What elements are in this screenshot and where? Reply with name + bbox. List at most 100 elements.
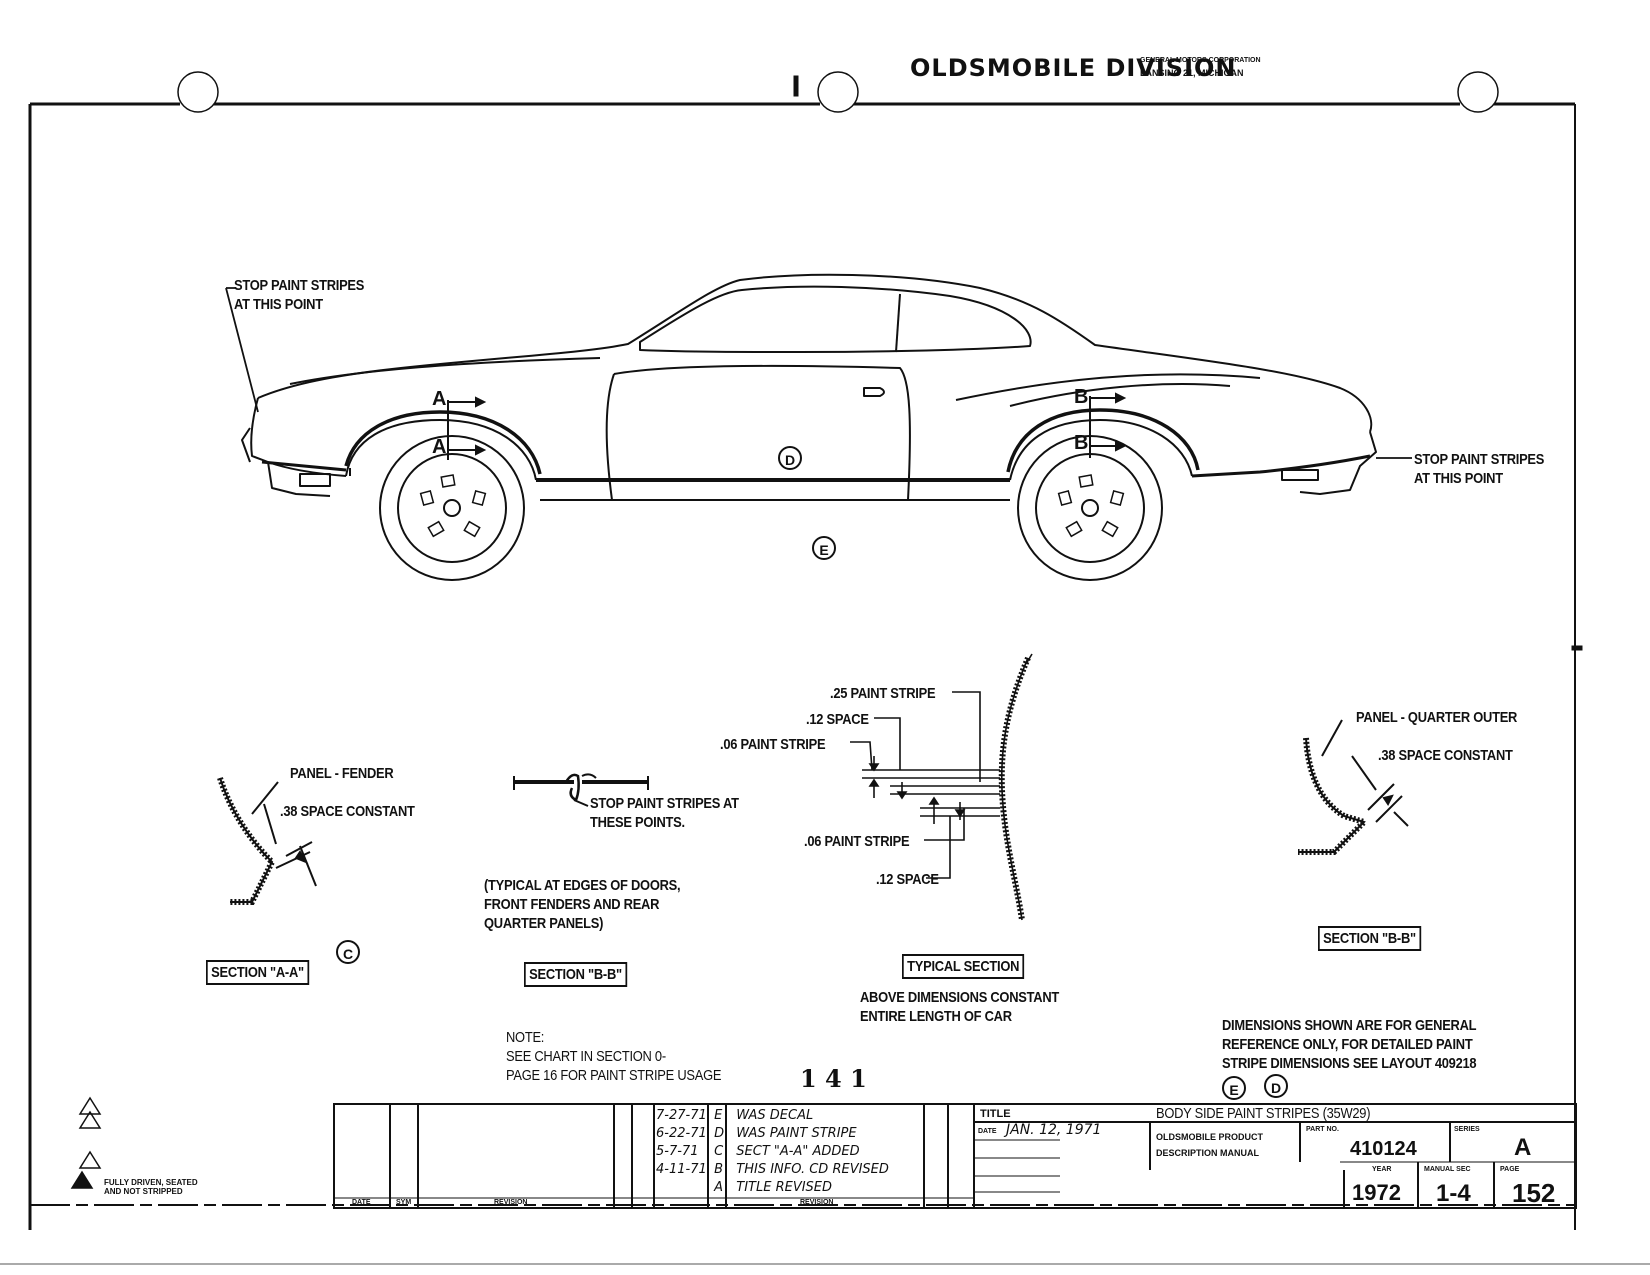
revision-row: 5-7-71 C SECT "A-A" ADDED xyxy=(656,1144,956,1159)
rev-sym: B xyxy=(714,1162,724,1177)
revision-row: 7-27-71 E WAS DECAL xyxy=(656,1108,956,1123)
note-circle-d: D xyxy=(1264,1074,1288,1098)
title-value: BODY SIDE PAINT STRIPES (35W29) xyxy=(1156,1105,1371,1122)
chart-note: NOTE: SEE CHART IN SECTION 0- PAGE 16 FO… xyxy=(506,1028,721,1085)
stop-rear-line1: STOP PAINT STRIPES xyxy=(1414,451,1545,468)
general-note: DIMENSIONS SHOWN ARE FOR GENERAL REFEREN… xyxy=(1222,1016,1477,1073)
rev-date: 7-27-71 xyxy=(656,1108,707,1123)
section-a-marker-bottom: A xyxy=(432,436,447,458)
date-label: DATE xyxy=(978,1128,997,1135)
manual-sec-label: MANUAL SEC xyxy=(1424,1166,1471,1173)
stop-rear-label: STOP PAINT STRIPES AT THIS POINT xyxy=(1414,450,1544,488)
rev-text: WAS DECAL xyxy=(736,1108,814,1123)
circle-d-marker: D xyxy=(778,446,802,470)
title-label: TITLE xyxy=(980,1108,1011,1120)
circle-e-marker: E xyxy=(812,536,836,560)
legend-symbols xyxy=(70,1096,102,1189)
stop-front-line2: AT THIS POINT xyxy=(234,296,323,313)
stripe-25-label: .25 PAINT STRIPE xyxy=(830,685,936,702)
revision-row: A TITLE REVISED xyxy=(656,1180,956,1195)
bb-typical-line2: FRONT FENDERS AND REAR xyxy=(484,896,660,913)
revision-row: 6-22-71 D WAS PAINT STRIPE xyxy=(656,1126,956,1141)
aa-panel-label: PANEL - FENDER xyxy=(290,765,394,782)
aa-section-title: SECTION "A-A" xyxy=(206,960,310,985)
stop-front-line1: STOP PAINT STRIPES xyxy=(234,277,365,294)
section-bb-quarter-drawing xyxy=(1298,719,1409,855)
rev-text: SECT "A-A" ADDED xyxy=(736,1144,860,1159)
general-note-line2: REFERENCE ONLY, FOR DETAILED PAINT xyxy=(1222,1036,1473,1053)
page-mark: 1 4 1 xyxy=(800,1064,867,1093)
rev-date: 4-11-71 xyxy=(656,1162,707,1177)
series-label: SERIES xyxy=(1454,1126,1480,1133)
bb-typical-line3: QUARTER PANELS) xyxy=(484,915,604,932)
col-date-label: DATE xyxy=(352,1199,371,1206)
note-circle-e: E xyxy=(1222,1076,1246,1100)
legend-line1: FULLY DRIVEN, SEATED xyxy=(104,1178,198,1187)
rev-text: TITLE REVISED xyxy=(736,1180,833,1195)
quarter-space-label: .38 SPACE CONSTANT xyxy=(1378,747,1513,764)
rev-sym: A xyxy=(714,1180,724,1195)
section-aa-drawing xyxy=(217,777,317,905)
page-value: 152 xyxy=(1512,1178,1556,1208)
space-12-top-label: .12 SPACE xyxy=(806,711,869,728)
stripe-06-top-label: .06 PAINT STRIPE xyxy=(720,736,826,753)
typical-section-drawing xyxy=(850,653,1033,921)
section-bb-edge-drawing xyxy=(513,773,649,807)
typical-section-title: TYPICAL SECTION xyxy=(902,954,1025,979)
manual-line-2: DESCRIPTION MANUAL xyxy=(1156,1148,1259,1158)
section-cut-markers xyxy=(447,392,1127,460)
part-label: PART NO. xyxy=(1306,1126,1339,1133)
legend-line2: AND NOT STRIPPED xyxy=(104,1187,183,1196)
typical-note: ABOVE DIMENSIONS CONSTANT ENTIRE LENGTH … xyxy=(860,988,1059,1026)
bb-typical-note: (TYPICAL AT EDGES OF DOORS, FRONT FENDER… xyxy=(484,876,681,933)
rev-date: 5-7-71 xyxy=(656,1144,699,1159)
date-value: JAN. 12, 1971 xyxy=(1006,1122,1102,1138)
col-revision-label: REVISION xyxy=(494,1199,528,1206)
chart-note-line2: SEE CHART IN SECTION 0- xyxy=(506,1048,666,1065)
binder-holes xyxy=(177,71,1499,113)
manual-sec-value: 1-4 xyxy=(1436,1180,1471,1207)
manual-line-1: OLDSMOBILE PRODUCT xyxy=(1156,1132,1263,1142)
corp-line-2: LANSING 21, MICHIGAN xyxy=(1140,68,1244,78)
bb-edge-section-title: SECTION "B-B" xyxy=(524,962,628,987)
corp-line-1: GENERAL MOTORS CORPORATION xyxy=(1140,57,1261,64)
circle-c-marker: C xyxy=(336,940,360,964)
bb-stop-line1: STOP PAINT STRIPES AT xyxy=(590,795,739,812)
typical-note-line2: ENTIRE LENGTH OF CAR xyxy=(860,1008,1012,1025)
rev-date: 6-22-71 xyxy=(656,1126,707,1141)
rev-sym: C xyxy=(714,1144,724,1159)
general-note-line1: DIMENSIONS SHOWN ARE FOR GENERAL xyxy=(1222,1017,1477,1034)
revision-row: 4-11-71 B THIS INFO. CD REVISED xyxy=(656,1162,956,1177)
bb-stop-line2: THESE POINTS. xyxy=(590,814,685,831)
chart-note-line1: NOTE: xyxy=(506,1029,545,1046)
title-block-grid xyxy=(333,1103,1577,1209)
stop-rear-line2: AT THIS POINT xyxy=(1414,470,1503,487)
year-label: YEAR xyxy=(1372,1166,1392,1173)
bb-quarter-section-title: SECTION "B-B" xyxy=(1318,926,1422,951)
general-note-line3: STRIPE DIMENSIONS SEE LAYOUT 409218 xyxy=(1222,1055,1477,1072)
year-value: 1972 xyxy=(1352,1180,1401,1205)
section-a-marker-top: A xyxy=(432,388,447,410)
bb-typical-line1: (TYPICAL AT EDGES OF DOORS, xyxy=(484,877,681,894)
rev-sym: E xyxy=(714,1108,723,1123)
series-value: A xyxy=(1514,1134,1532,1161)
aa-space-label: .38 SPACE CONSTANT xyxy=(280,803,415,820)
quarter-panel-label: PANEL - QUARTER OUTER xyxy=(1356,709,1518,726)
part-number: 410124 xyxy=(1350,1138,1417,1160)
stop-front-label: STOP PAINT STRIPES AT THIS POINT xyxy=(234,276,364,314)
page-label: PAGE xyxy=(1500,1166,1520,1173)
col-sym-label: SYM xyxy=(396,1199,412,1206)
stop-leaders xyxy=(225,287,1412,459)
rev-text: THIS INFO. CD REVISED xyxy=(736,1162,889,1177)
page-frame xyxy=(0,75,1650,1265)
legend-fully-driven: FULLY DRIVEN, SEATED AND NOT STRIPPED xyxy=(104,1178,198,1196)
wheel-slots xyxy=(419,474,1125,538)
typical-note-line1: ABOVE DIMENSIONS CONSTANT xyxy=(860,989,1060,1006)
rev-text: WAS PAINT STRIPE xyxy=(736,1126,857,1141)
section-b-marker-bottom: B xyxy=(1074,432,1089,454)
col-revision-label-2: REVISION xyxy=(800,1199,834,1206)
rev-sym: D xyxy=(714,1126,725,1141)
space-12-bottom-label: .12 SPACE xyxy=(876,871,939,888)
stripe-06-bottom-label: .06 PAINT STRIPE xyxy=(804,833,910,850)
